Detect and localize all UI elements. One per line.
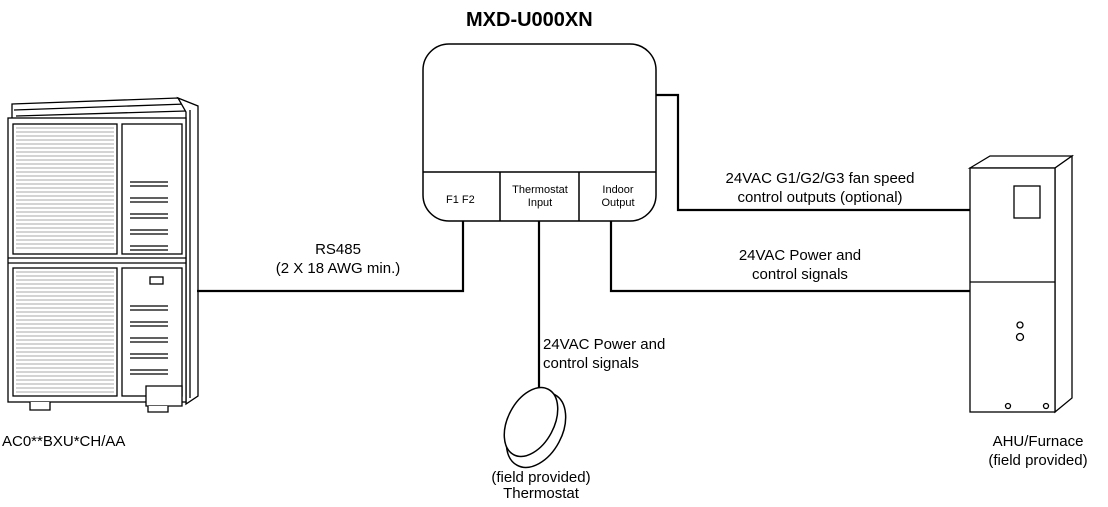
terminal-indoor-line1: Indoor [602,184,634,196]
fan-speed-line1: 24VAC G1/G2/G3 fan speed [725,170,915,187]
terminal-thermostat-input-label: Thermostat Input [504,184,576,210]
controller-model-title: MXD-U000XN [466,9,593,31]
thermostat-line2: Thermostat [503,485,579,502]
rs485-line1: RS485 [315,241,361,258]
rs485-wire [197,221,465,293]
indoor-power-line2: control signals [752,266,848,283]
thermostat-power-line1: 24VAC Power and [543,336,666,353]
indoor-unit-illustration [967,154,1075,414]
fan-speed-line2: control outputs (optional) [737,189,903,206]
outdoor-grille-upper [16,127,114,249]
wires [197,93,972,400]
outdoor-unit-illustration [7,96,199,413]
terminal-thermostat-line2: Input [527,197,553,209]
outdoor-grille-lower [16,271,114,393]
indoor-unit-line2: (field provided) [988,452,1088,469]
terminal-indoor-line2: Output [601,197,635,209]
terminal-thermostat-line1: Thermostat [512,184,568,196]
thermostat-power-connection-label: 24VAC Power and control signals [543,335,665,373]
thermostat-power-line2: control signals [543,355,639,372]
thermostat-label: (field provided) Thermostat [456,470,626,502]
indoor-unit-line1: AHU/Furnace [992,433,1084,450]
terminal-indoor-output-label: Indoor Output [582,184,654,210]
thermostat-line1: (field provided) [491,469,591,486]
indoor-power-connection-label: 24VAC Power and control signals [700,246,900,284]
rs485-line2: (2 X 18 AWG min.) [275,260,401,277]
indoor-power-wire [609,221,972,293]
fan-speed-wire [656,93,972,212]
rs485-connection-label: RS485 (2 X 18 AWG min.) [248,240,428,278]
indoor-power-line1: 24VAC Power and [738,247,862,264]
indoor-unit-label: AHU/Furnace (field provided) [970,432,1106,470]
terminal-f1-f2-label: F1 F2 [446,194,475,206]
outdoor-unit-label: AC0**BXU*CH/AA [2,433,126,450]
thermostat-illustration [503,386,567,469]
fan-speed-connection-label: 24VAC G1/G2/G3 fan speed control outputs… [690,169,950,207]
